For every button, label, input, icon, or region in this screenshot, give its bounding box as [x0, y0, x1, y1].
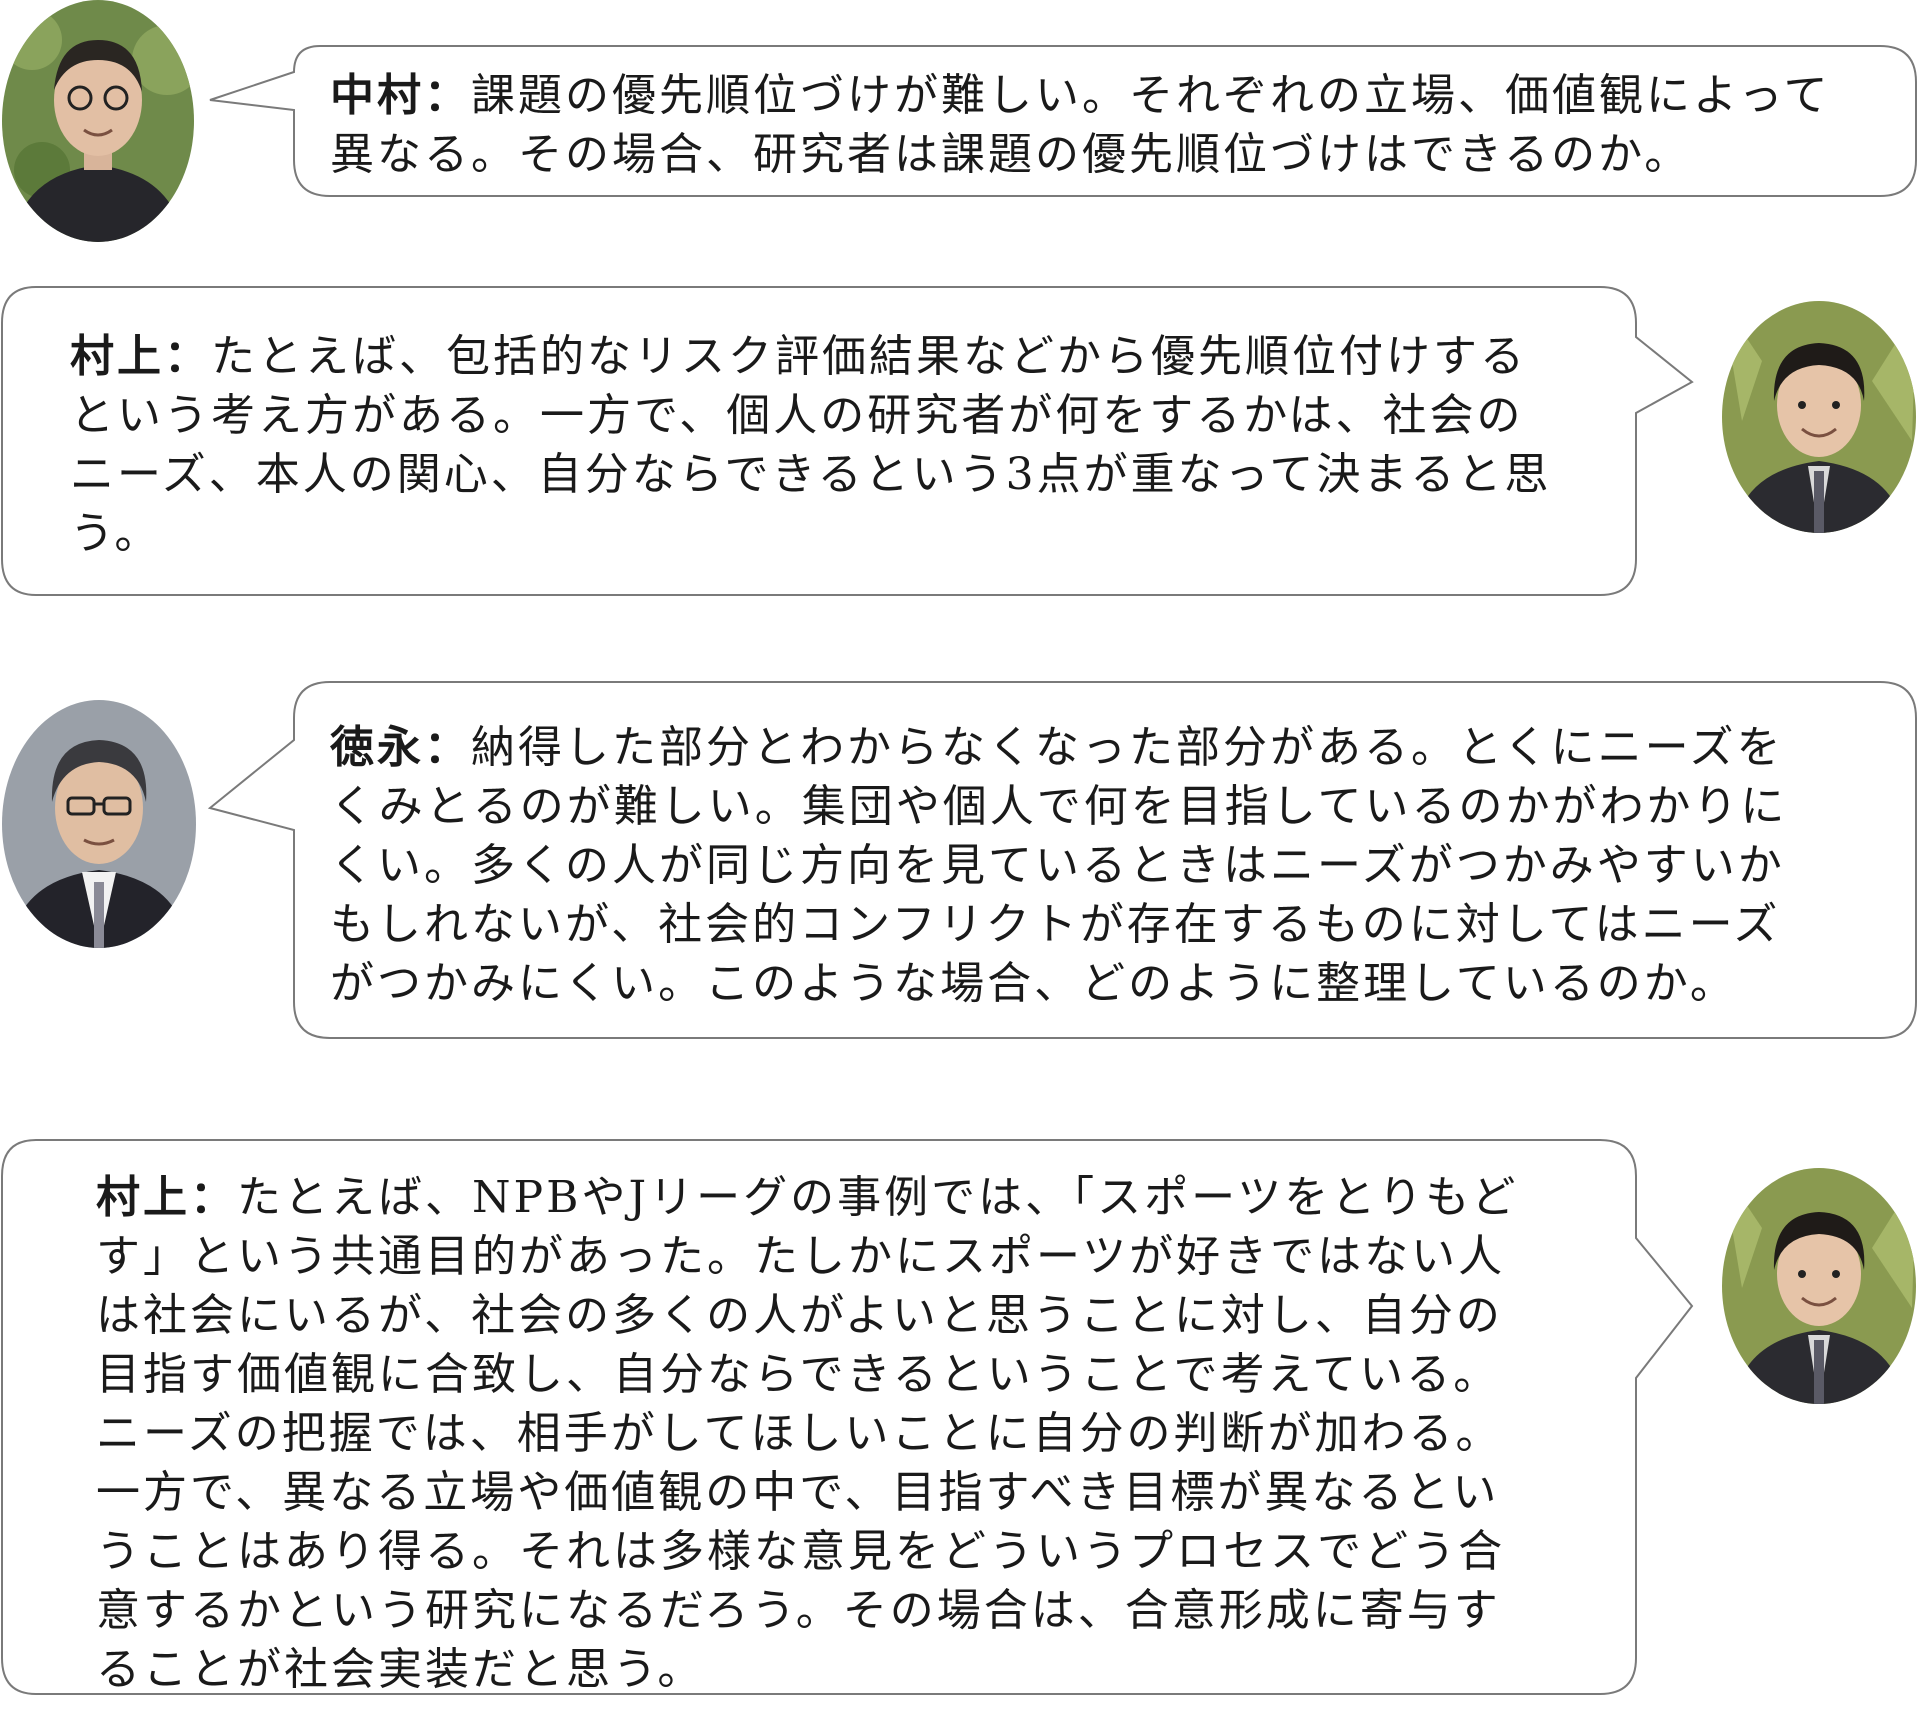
speaker-separator: ： — [190, 1172, 237, 1223]
dialogue-text-2: 村上：たとえば、包括的なリスク評価結果などから優先順位付けする という考え方があ… — [70, 327, 1610, 563]
dialogue-text-4: 村上：たとえば、NPBやJリーグの事例では、「スポーツをとりもど す」という共通… — [96, 1168, 1616, 1699]
dialogue-row-1: 中村：課題の優先順位づけが難しい。それぞれの立場、価値観によって 異なる。その場… — [0, 0, 1919, 250]
avatar-tokunaga — [2, 700, 196, 948]
avatar-murakami — [1722, 301, 1916, 533]
dialogue-text-3: 徳永：納得した部分とわからなくなった部分がある。とくにニーズを くみとるのが難し… — [330, 718, 1900, 1013]
speaker-separator: ： — [424, 70, 471, 121]
dialogue-row-3: 徳永：納得した部分とわからなくなった部分がある。とくにニーズを くみとるのが難し… — [0, 680, 1919, 1050]
speaker-separator: ： — [424, 722, 471, 773]
speaker-name: 徳永 — [330, 722, 424, 773]
speech-bubble-3 — [207, 681, 1917, 1039]
utterance: 納得した部分とわからなくなった部分がある。とくにニーズを くみとるのが難しい。集… — [330, 722, 1788, 1009]
avatar-murakami-2 — [1722, 1168, 1916, 1404]
dialogue-row-4: 村上：たとえば、NPBやJリーグの事例では、「スポーツをとりもど す」という共通… — [0, 1138, 1919, 1708]
speaker-name: 中村 — [330, 70, 424, 121]
person-portrait-icon — [1722, 1168, 1916, 1404]
utterance: たとえば、包括的なリスク評価結果などから優先順位付けする という考え方がある。一… — [70, 331, 1552, 559]
speaker-name: 村上 — [70, 331, 164, 382]
speech-bubble-2 — [1, 286, 1694, 596]
speaker-separator: ： — [164, 331, 211, 382]
speech-bubble-1 — [209, 45, 1917, 197]
avatar-nakamura — [2, 0, 194, 242]
speech-bubble-4 — [1, 1139, 1694, 1695]
speaker-name: 村上 — [96, 1172, 190, 1223]
dialogue-row-2: 村上：たとえば、包括的なリスク評価結果などから優先順位付けする という考え方があ… — [0, 285, 1919, 605]
person-portrait-icon — [2, 0, 194, 242]
person-portrait-icon — [2, 700, 196, 948]
utterance: たとえば、NPBやJリーグの事例では、「スポーツをとりもど す」という共通目的が… — [96, 1172, 1519, 1695]
person-portrait-icon — [1722, 301, 1916, 533]
dialogue-text-1: 中村：課題の優先順位づけが難しい。それぞれの立場、価値観によって 異なる。その場… — [330, 66, 1900, 184]
utterance: 課題の優先順位づけが難しい。それぞれの立場、価値観によって 異なる。その場合、研… — [330, 70, 1831, 180]
